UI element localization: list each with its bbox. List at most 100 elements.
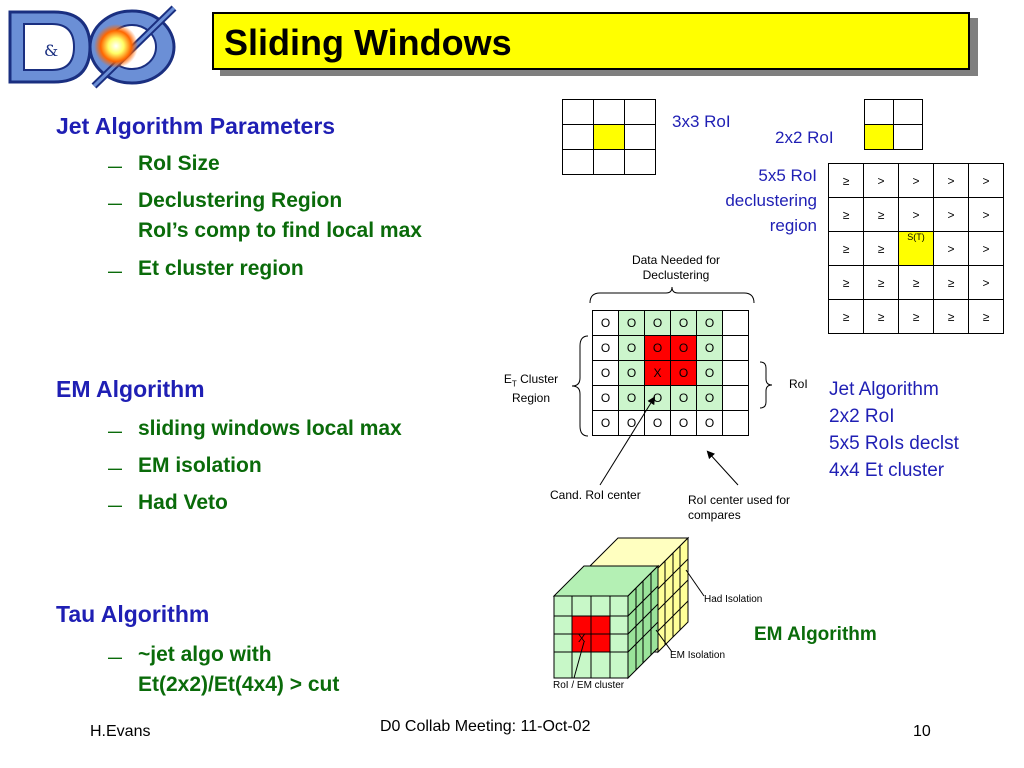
roi-brace — [759, 361, 773, 409]
et-cluster-e: E — [503, 372, 512, 386]
cluster-cell: O — [696, 410, 723, 436]
cluster-cell: O — [644, 410, 671, 436]
dash-2: — — [108, 195, 122, 211]
declust-label-line-3: region — [769, 216, 817, 235]
declust-cell: ≥ — [828, 197, 864, 232]
roi-3x3-grid — [562, 99, 656, 175]
had-isolation-label: Had Isolation — [704, 594, 763, 605]
footer-page: 10 — [913, 723, 931, 740]
et-cluster-label: ET Cluster Region — [494, 372, 568, 405]
declust-cell: > — [933, 231, 969, 266]
dash-5: — — [108, 460, 122, 476]
jet-summary-line-3: 5x5 RoIs declst — [829, 433, 959, 454]
jet-summary: Jet Algorithm 2x2 RoI 5x5 RoIs declst 4x… — [829, 376, 959, 484]
declust-cell: ≥ — [863, 299, 899, 334]
declust-cell: > — [863, 163, 899, 198]
declust-cell: > — [968, 197, 1004, 232]
cluster-cell: O — [670, 360, 697, 386]
footer-author: H.Evans — [90, 723, 151, 740]
roi-3x3-label: 3x3 RoI — [672, 112, 731, 131]
declust-cell: ≥ — [828, 265, 864, 300]
cluster-cell: O — [592, 335, 619, 361]
declust-label: 5x5 RoI declustering region — [660, 163, 817, 238]
cluster-grid: O O O O O O O O O O O O X O O O O O O O … — [592, 310, 749, 436]
declust-cell: ≥ — [933, 299, 969, 334]
em-item-sliding: sliding windows local max — [138, 417, 402, 440]
title-box: Sliding Windows — [212, 12, 970, 70]
declust-label-line-2: declustering — [725, 191, 817, 210]
roi-used-label: RoI center used for compares — [688, 493, 790, 523]
declust-cell: > — [968, 163, 1004, 198]
cluster-cell: O — [592, 310, 619, 336]
cluster-cell-empty — [722, 410, 749, 436]
cluster-center-x: X — [644, 360, 671, 386]
declust-label-line-1: 5x5 RoI — [758, 166, 817, 185]
declust-cell: ≥ — [933, 265, 969, 300]
cluster-cell: O — [670, 310, 697, 336]
cluster-cell: O — [696, 335, 723, 361]
cluster-cell-empty — [722, 385, 749, 411]
declust-cell: ≥ — [898, 265, 934, 300]
cluster-cell: O — [644, 335, 671, 361]
jet-summary-line-1: Jet Algorithm — [829, 379, 939, 400]
cluster-cell: O — [644, 310, 671, 336]
cluster-cell: O — [592, 410, 619, 436]
declust-cell: ≥ — [898, 299, 934, 334]
jet-item-et-cluster: Et cluster region — [138, 257, 304, 280]
data-needed-line-2: Declustering — [642, 268, 710, 282]
declust-cell: > — [933, 197, 969, 232]
et-cluster-region: Region — [511, 391, 551, 406]
declust-cell: > — [898, 197, 934, 232]
declust-cell: > — [933, 163, 969, 198]
declust-cell: > — [968, 265, 1004, 300]
declust-cell: ≥ — [863, 231, 899, 266]
roi-em-cluster-label: RoI / EM cluster — [553, 680, 625, 691]
cluster-cell-empty — [722, 335, 749, 361]
declust-cell: ≥ — [828, 231, 864, 266]
tau-heading: Tau Algorithm — [56, 601, 210, 627]
cluster-cell: O — [696, 360, 723, 386]
declust-cell: > — [898, 163, 934, 198]
em-algorithm-label: EM Algorithm — [754, 624, 877, 645]
jet-item-declustering: Declustering Region — [138, 189, 343, 212]
cluster-cell: O — [696, 310, 723, 336]
jet-item-roi-size: RoI Size — [138, 152, 220, 175]
declust-cell: ≥ — [968, 299, 1004, 334]
d0-logo: & — [4, 4, 194, 90]
em-item-isolation: EM isolation — [138, 454, 262, 477]
cluster-cell-empty — [722, 360, 749, 386]
cluster-cell: O — [618, 310, 645, 336]
cand-center-label: Cand. RoI center — [550, 488, 641, 502]
roi-used-line-2: compares — [688, 508, 741, 522]
footer-meeting: D0 Collab Meeting: 11-Oct-02 — [380, 718, 591, 735]
cube-x-mark: X — [578, 633, 586, 645]
jet-heading: Jet Algorithm Parameters — [56, 113, 336, 139]
declust-cell: > — [968, 231, 1004, 266]
data-needed-label: Data Needed for Declustering — [606, 253, 746, 283]
tau-item-et-ratio: Et(2x2)/Et(4x4) > cut — [138, 673, 340, 696]
em-cubes-diagram — [552, 536, 705, 680]
declust-cell: ≥ — [863, 265, 899, 300]
jet-summary-line-4: 4x4 Et cluster — [829, 460, 945, 481]
dash-7: — — [108, 649, 122, 665]
cluster-cell: O — [592, 385, 619, 411]
et-cluster-t: T — [511, 379, 517, 389]
et-cluster-brace — [571, 335, 589, 437]
declust-center-cell: S(T) — [898, 231, 934, 266]
dash-3: — — [108, 263, 122, 279]
tau-item-jet-algo: ~jet algo with — [138, 643, 272, 666]
data-needed-line-1: Data Needed for — [631, 253, 721, 267]
cluster-cell: O — [618, 335, 645, 361]
roi-used-line-1: RoI center used for — [688, 493, 791, 507]
declust-cell: ≥ — [828, 299, 864, 334]
declust-cell: ≥ — [863, 197, 899, 232]
jet-summary-line-2: 2x2 RoI — [829, 406, 895, 427]
cluster-cell: O — [670, 335, 697, 361]
dash-1: — — [108, 158, 122, 174]
cluster-cell: O — [618, 360, 645, 386]
cluster-cell: O — [592, 360, 619, 386]
svg-text:&: & — [44, 41, 58, 60]
page-title: Sliding Windows — [224, 22, 512, 63]
em-heading: EM Algorithm — [56, 376, 205, 402]
cluster-cell: O — [670, 385, 697, 411]
